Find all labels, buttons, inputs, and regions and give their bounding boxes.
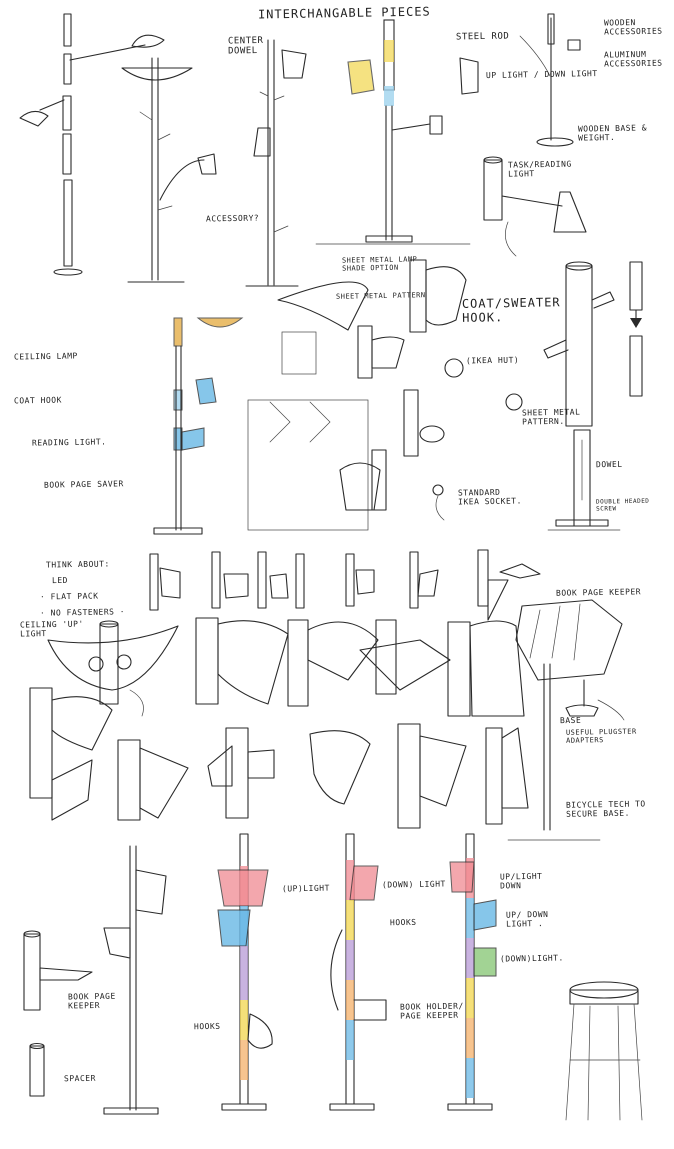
label-coat-sweater-hook: COAT/SWEATER HOOK. <box>461 295 561 325</box>
label-bicycle-tech: BICYCLE TECH TO SECURE BASE. <box>565 799 646 819</box>
label-book-page-saver: BOOK PAGE SAVER <box>43 479 124 490</box>
center-dowel-lamp <box>245 39 307 287</box>
label-no-fasteners: · NO FASTENERS · <box>39 607 126 618</box>
label-ikea-hut: (IKEA HUT) <box>465 355 520 366</box>
label-wooden-accessories: WOODEN ACCESSORIES <box>603 18 663 37</box>
label-ceiling-lamp: CEILING LAMP <box>13 351 78 362</box>
label-down-light-2: (DOWN)LIGHT. <box>499 953 564 964</box>
bottom-lamp-1 <box>103 845 167 1115</box>
label-spacer: SPACER <box>63 1073 96 1084</box>
label-book-holder-page-keeper: BOOK HOLDER/ PAGE KEEPER <box>399 1001 464 1021</box>
coat-hook-detail <box>543 261 643 427</box>
book-page-keeper-part <box>23 930 93 1097</box>
armchair-scene <box>247 331 387 531</box>
colored-lamp-middle <box>153 317 244 535</box>
colored-lamp-book-holder <box>329 833 387 1111</box>
label-double-headed-screw: DOUBLE HEADED SCREW <box>595 497 650 513</box>
label-center-dowel: CENTER DOWEL <box>227 35 264 57</box>
label-down-light: (DOWN) LIGHT <box>381 879 446 890</box>
task-reading-light <box>483 156 587 257</box>
interchangeable-pieces-lamp <box>315 19 471 245</box>
label-sheet-metal-lamp-shade: SHEET METAL LAMP SHADE OPTION <box>341 255 418 273</box>
label-book-page-keeper-2: BOOK PAGE KEEPER <box>67 991 116 1011</box>
label-hooks: HOOKS <box>193 1021 221 1032</box>
shade-variants-row-1 <box>149 549 541 621</box>
label-sheet-metal-pattern: SHEET METAL PATTERN <box>335 291 426 301</box>
floor-lamp-sketch-1 <box>121 57 217 283</box>
label-coat-hook: COAT HOOK <box>13 395 62 406</box>
label-wooden-base-weight: WOODEN BASE & WEIGHT. <box>577 123 648 143</box>
colored-lamp-up-down <box>447 833 497 1111</box>
shade-variants-row-2 <box>195 617 525 717</box>
label-dowel: DOWEL <box>595 459 623 470</box>
book-page-keeper-sketch <box>515 599 623 681</box>
shade-variants-row-3 <box>29 687 529 829</box>
label-reading-light: READING LIGHT. <box>31 437 107 448</box>
label-hooks-2: HOOKS <box>389 917 417 928</box>
ceiling-up-light <box>47 620 179 717</box>
label-useful-plugster-adapters: USEFUL PLUGSTER ADAPTERS <box>565 727 637 745</box>
label-accessory: ACCESSORY? <box>205 213 260 224</box>
label-ceiling-up-light: CEILING 'UP' LIGHT <box>19 619 84 639</box>
label-standard-ikea-socket: STANDARD IKEA SOCKET. <box>457 487 522 507</box>
dowel-base-detail <box>547 429 621 531</box>
colored-lamp-hooks <box>217 833 273 1111</box>
label-sheet-metal-pattern-2: SHEET METAL PATTERN. <box>521 407 581 427</box>
exploded-lamp-sketch <box>19 13 165 276</box>
label-flat-pack: · FLAT PACK <box>39 591 99 602</box>
stool-sketch <box>565 981 643 1121</box>
sheet-metal-shade-parts <box>277 259 523 521</box>
steel-rod-lamp <box>459 13 581 147</box>
label-book-page-keeper: BOOK PAGE KEEPER <box>555 587 642 598</box>
label-base: BASE <box>559 715 582 726</box>
label-up-light: (UP)LIGHT <box>281 883 330 894</box>
label-led: LED <box>51 575 69 586</box>
label-up-light-down: UP/LIGHT DOWN <box>499 871 543 891</box>
label-aluminum-accessories: ALUMINUM ACCESSORIES <box>603 49 663 69</box>
label-steel-rod: STEEL ROD <box>455 31 510 43</box>
base-and-rod <box>507 663 625 841</box>
label-up-down-light: UP/ DOWN LIGHT . <box>505 909 549 929</box>
label-task-reading-light: TASK/READING LIGHT <box>507 159 572 179</box>
label-think-about: THINK ABOUT: <box>45 559 110 570</box>
